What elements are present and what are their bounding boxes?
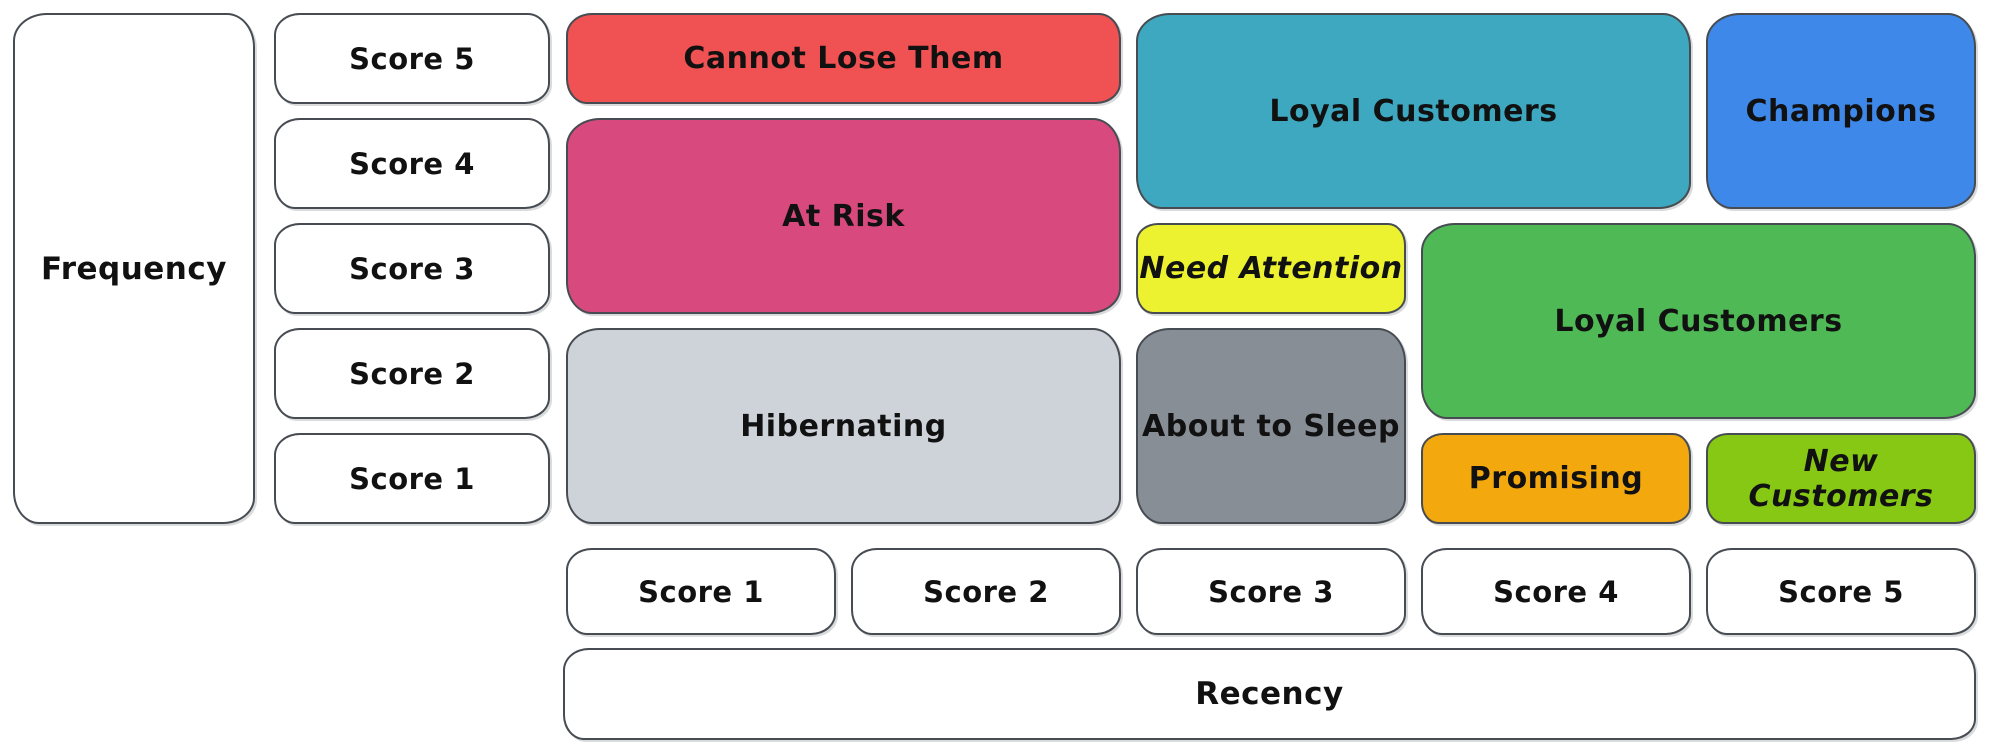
segment-label: Promising — [1468, 461, 1644, 496]
recency-score-5-label: Score 5 — [1778, 574, 1904, 609]
frequency-score-2: Score 2 — [274, 328, 550, 419]
recency-score-1: Score 1 — [566, 548, 836, 635]
segment-cannot-lose-them: Cannot Lose Them — [566, 13, 1121, 104]
segment-promising: Promising — [1421, 433, 1691, 524]
segment-hibernating: Hibernating — [566, 328, 1121, 524]
recency-score-1-label: Score 1 — [638, 574, 764, 609]
recency-score-3: Score 3 — [1136, 548, 1406, 635]
frequency-score-1-label: Score 1 — [349, 461, 475, 496]
frequency-score-column: Score 5 Score 4 Score 3 Score 2 Score 1 — [274, 13, 550, 524]
frequency-score-3-label: Score 3 — [349, 251, 475, 286]
frequency-score-4: Score 4 — [274, 118, 550, 209]
recency-score-row: Score 1 Score 2 Score 3 Score 4 Score 5 — [566, 548, 1976, 635]
segment-loyal-customers-top: Loyal Customers — [1136, 13, 1691, 209]
frequency-axis-label: Frequency — [13, 13, 255, 524]
recency-score-4-label: Score 4 — [1493, 574, 1619, 609]
recency-axis-text: Recency — [1195, 676, 1344, 712]
recency-score-3-label: Score 3 — [1208, 574, 1334, 609]
segment-loyal-customers-right: Loyal Customers — [1421, 223, 1976, 419]
recency-score-2-label: Score 2 — [923, 574, 1049, 609]
segment-label: Cannot Lose Them — [683, 41, 1004, 76]
frequency-score-1: Score 1 — [274, 433, 550, 524]
segment-label: About to Sleep — [1142, 408, 1400, 444]
segment-label: Loyal Customers — [1554, 303, 1843, 339]
frequency-score-2-label: Score 2 — [349, 356, 475, 391]
segment-label: New Customers — [1748, 443, 1934, 514]
segment-champions: Champions — [1706, 13, 1976, 209]
segment-label: Champions — [1745, 93, 1937, 129]
segment-at-risk: At Risk — [566, 118, 1121, 314]
recency-score-2: Score 2 — [851, 548, 1121, 635]
segment-label: Need Attention — [1139, 251, 1403, 286]
segment-label: At Risk — [782, 198, 905, 234]
recency-score-4: Score 4 — [1421, 548, 1691, 635]
segment-label: Hibernating — [740, 408, 947, 444]
segment-label: Loyal Customers — [1269, 93, 1558, 129]
segment-new-customers: New Customers — [1706, 433, 1976, 524]
frequency-score-5: Score 5 — [274, 13, 550, 104]
recency-score-5: Score 5 — [1706, 548, 1976, 635]
segment-about-to-sleep: About to Sleep — [1136, 328, 1406, 524]
frequency-score-4-label: Score 4 — [349, 146, 475, 181]
frequency-score-5-label: Score 5 — [349, 41, 475, 76]
recency-axis-label: Recency — [563, 648, 1976, 740]
segment-matrix: Cannot Lose Them At Risk Hibernating Loy… — [566, 13, 1976, 524]
frequency-score-3: Score 3 — [274, 223, 550, 314]
frequency-axis-text: Frequency — [41, 250, 227, 287]
segment-need-attention: Need Attention — [1136, 223, 1406, 314]
